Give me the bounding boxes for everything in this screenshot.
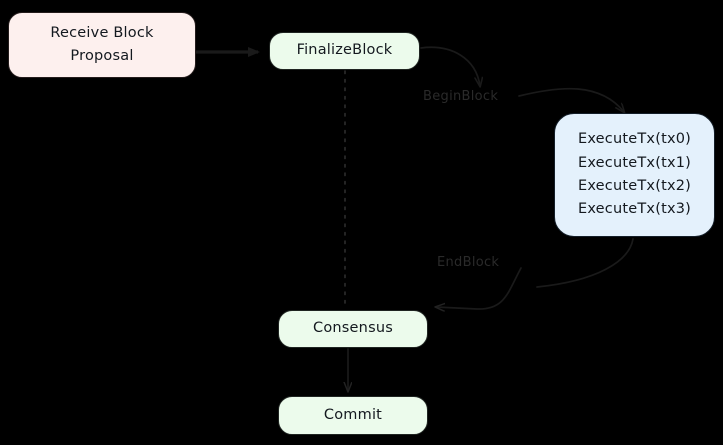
edge-label-end-block: EndBlock	[437, 255, 500, 270]
node-label: Receive Block Proposal	[50, 24, 154, 64]
edge-finalize-to-beginblock	[420, 46, 480, 86]
node-label: Consensus	[313, 320, 393, 337]
edge-beginblock-to-executetx	[518, 87, 624, 112]
node-consensus[interactable]: Consensus	[278, 310, 428, 348]
node-receive-block-proposal[interactable]: Receive Block Proposal	[8, 12, 196, 78]
edge-label-begin-block: BeginBlock	[423, 89, 499, 104]
node-label: Commit	[323, 406, 383, 423]
node-finalize-block[interactable]: FinalizeBlock	[269, 32, 420, 70]
node-label: ExecuteTx(tx0) ExecuteTx(tx1) ExecuteTx(…	[577, 131, 692, 218]
node-execute-transactions[interactable]: ExecuteTx(tx0) ExecuteTx(tx1) ExecuteTx(…	[554, 113, 715, 237]
node-commit[interactable]: Commit	[278, 396, 428, 435]
node-label: FinalizeBlock	[296, 42, 393, 59]
edge-executetx-to-consensus	[436, 238, 634, 309]
